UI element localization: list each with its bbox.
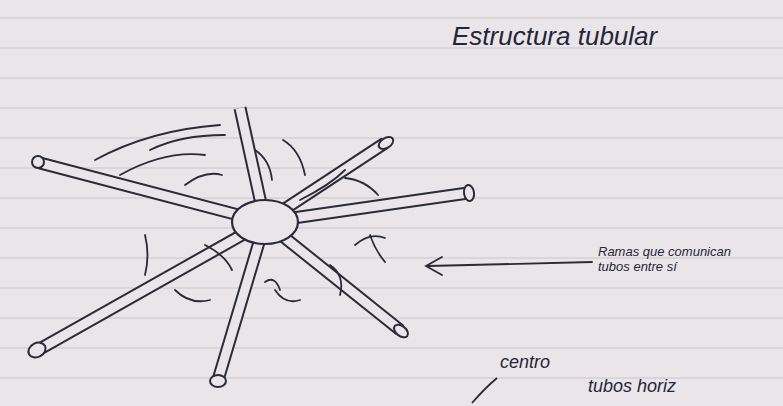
callout-arrow: [426, 257, 592, 275]
connecting-branches: [95, 125, 385, 301]
title-text: Estructura tubular: [452, 22, 657, 52]
tube-outlines: [38, 108, 468, 380]
tube-interiors: [38, 108, 468, 380]
ruled-lines: [0, 18, 783, 378]
center-body: [232, 200, 298, 244]
callout-note: Ramas que comunican tubos entre sí: [598, 245, 748, 275]
leader-line: [472, 378, 497, 403]
center-label: centro: [500, 352, 550, 373]
tube-ends: [26, 134, 475, 387]
tube-label: tubos horiz: [588, 376, 676, 397]
